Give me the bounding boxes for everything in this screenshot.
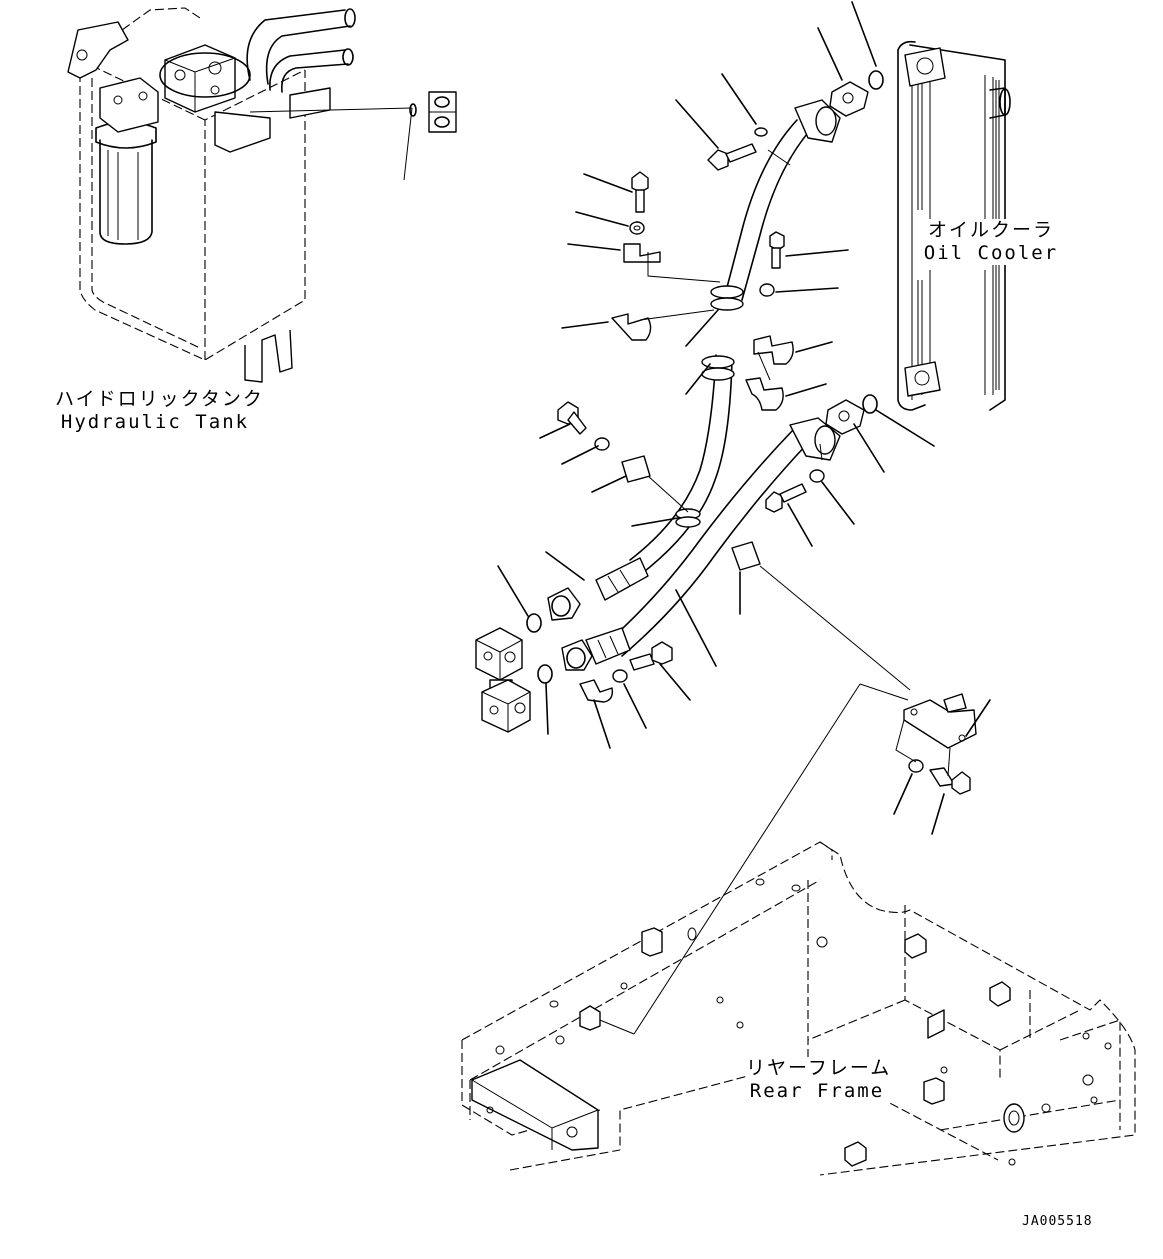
upper-hose xyxy=(547,99,841,621)
hydraulic-tank xyxy=(67,7,417,383)
oil-cooler-label: オイルクーラ Oil Cooler xyxy=(922,219,1060,265)
oil-cooler xyxy=(897,40,1011,411)
gasket-detail xyxy=(428,91,457,133)
hydraulic-tank-label-jp: ハイドロリックタンク xyxy=(55,388,264,410)
valve-block xyxy=(475,627,531,733)
drawing-code: JA005518 xyxy=(1022,1214,1093,1229)
hydraulic-tank-label-en: Hydraulic Tank xyxy=(60,411,250,433)
rear-frame-label-jp: リヤーフレーム xyxy=(746,1057,892,1079)
rear-frame-label: リヤーフレーム Rear Frame xyxy=(746,1057,892,1103)
fasteners xyxy=(526,70,977,795)
hydraulic-tank-label: ハイドロリックタンク Hydraulic Tank xyxy=(55,388,264,434)
oil-cooler-label-en: Oil Cooler xyxy=(923,242,1059,264)
rear-frame xyxy=(461,841,1136,1176)
oil-cooler-label-jp: オイルクーラ xyxy=(927,219,1054,241)
rear-frame-label-en: Rear Frame xyxy=(749,1080,885,1102)
leader-lines xyxy=(497,1,991,1035)
lower-hose xyxy=(561,417,841,671)
